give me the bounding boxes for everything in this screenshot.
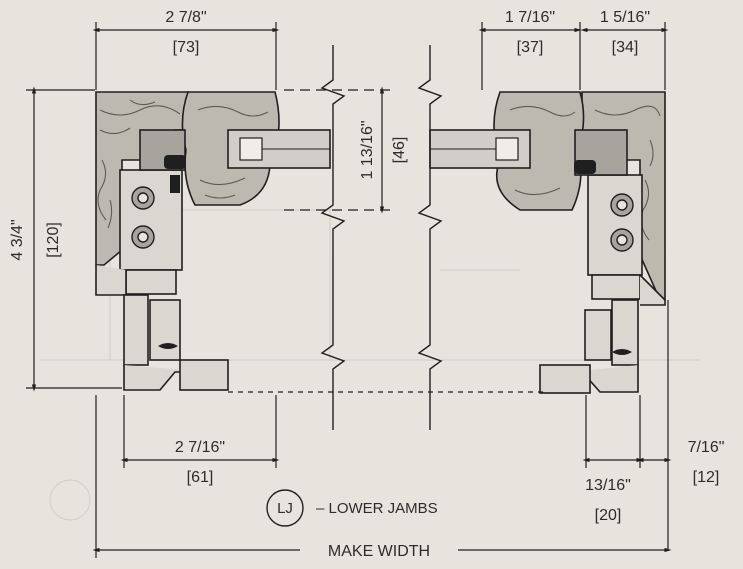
dim-center-height-imperial: 1 13/16": [359, 120, 376, 179]
legend-lower-jambs: LJ – LOWER JAMBS: [266, 489, 438, 527]
dimension-lines: [26, 22, 672, 558]
dim-bottom-right-b-metric: [12]: [693, 469, 720, 486]
dim-bottom-left-metric: [61]: [187, 469, 214, 486]
dim-bottom-right-a-imperial: 13/16": [585, 477, 631, 494]
right-weatherstrip: [574, 160, 632, 355]
dim-bottom-right-a-metric: [20]: [595, 507, 622, 524]
left-glazing-panel: [227, 129, 331, 169]
dim-bottom-right-b-imperial: 7/16": [688, 439, 725, 456]
right-screw-bosses: [610, 193, 634, 252]
right-wood-grain: [594, 105, 661, 241]
make-width-label: MAKE WIDTH: [328, 543, 430, 560]
right-sash-grain: [509, 105, 576, 196]
dim-center-height-metric: [46]: [391, 137, 408, 164]
left-wood-grain: [97, 99, 181, 229]
dim-left-height-metric: [120]: [45, 222, 62, 258]
dim-top-right-metric: [34]: [612, 39, 639, 56]
dim-top-left-metric: [73]: [173, 39, 200, 56]
break-lines: [320, 45, 443, 430]
dim-top-mid-right-imperial: 1 7/16": [505, 9, 555, 26]
legend-symbol: LJ: [277, 500, 293, 517]
left-weatherstrip: [158, 155, 186, 349]
dim-top-left-imperial: 2 7/8": [165, 9, 206, 26]
left-sash-grain: [197, 105, 269, 199]
legend-label: – LOWER JAMBS: [316, 500, 438, 517]
legend-symbol-circle: [266, 489, 304, 527]
left-jamb-assembly: [95, 91, 280, 391]
dim-top-mid-right-metric: [37]: [517, 39, 544, 56]
left-screw-bosses: [131, 186, 155, 249]
dim-left-height-imperial: 4 3/4": [9, 219, 26, 260]
right-glazing-panel: [429, 129, 531, 169]
right-jamb-assembly: [493, 91, 666, 394]
dim-top-right-imperial: 1 5/16": [600, 9, 650, 26]
dim-bottom-left-imperial: 2 7/16": [175, 439, 225, 456]
